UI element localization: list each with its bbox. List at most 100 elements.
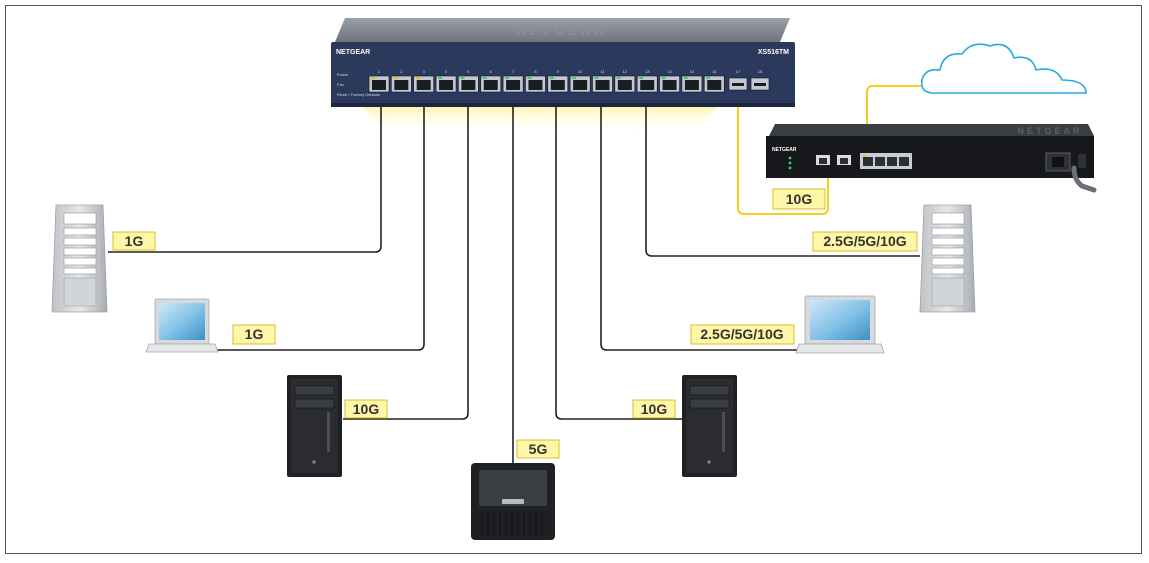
port-number-7: 7 bbox=[512, 69, 515, 74]
switch-port-socket-6 bbox=[483, 80, 498, 90]
speed-text-desktop-right: 10G bbox=[641, 401, 668, 417]
port-number-14: 14 bbox=[667, 69, 672, 74]
cable-port-13 bbox=[645, 92, 920, 257]
switch-port-socket-15 bbox=[684, 80, 699, 90]
tower-server-icon-left bbox=[51, 204, 108, 313]
switch-brand: NETGEAR bbox=[336, 49, 370, 56]
router-icon: NETGEAR NETGEAR bbox=[766, 124, 1097, 193]
switch-port-led-9 bbox=[549, 77, 554, 79]
switch-sfp-slot-18 bbox=[754, 83, 766, 86]
switch-port-socket-2 bbox=[394, 80, 409, 90]
switch-port-led-3 bbox=[415, 77, 420, 79]
switch-sfp-slot-17 bbox=[732, 83, 744, 86]
router-brand: NETGEAR bbox=[772, 147, 797, 153]
cable-router-to-cloud bbox=[866, 85, 934, 170]
port-number-6: 6 bbox=[490, 69, 493, 74]
port-number-18: 18 bbox=[758, 69, 763, 74]
cable-port-5 bbox=[343, 92, 469, 420]
port-number-3: 3 bbox=[423, 69, 426, 74]
switch-port-socket-13 bbox=[640, 80, 655, 90]
port-number-2: 2 bbox=[400, 69, 403, 74]
switch-port-led-13 bbox=[639, 77, 644, 79]
laptop-icon-left bbox=[145, 298, 219, 353]
tower-server-icon-right bbox=[919, 204, 976, 313]
switch-top-logo: NETGEAR bbox=[516, 23, 608, 38]
cables bbox=[108, 92, 920, 468]
diagram-border bbox=[5, 5, 1142, 554]
switch-port-socket-5 bbox=[461, 80, 476, 90]
speed-text-desktop-left: 10G bbox=[353, 401, 380, 417]
switch-port-led-6 bbox=[482, 77, 487, 79]
speed-text-nas: 5G bbox=[529, 441, 548, 457]
desktop-tower-icon-left bbox=[287, 375, 342, 477]
switch-port-led-8 bbox=[527, 77, 532, 79]
switch-port-led-16 bbox=[706, 77, 711, 79]
port-number-1: 1 bbox=[378, 69, 381, 74]
switch-port-led-1 bbox=[371, 77, 375, 79]
status-label-fan: Fan bbox=[337, 82, 344, 87]
switch-port-socket-3 bbox=[416, 80, 431, 90]
switch-port-socket-11 bbox=[595, 80, 610, 90]
cable-sfp-to-router bbox=[737, 92, 829, 215]
switch-model: XS516TM bbox=[758, 49, 789, 56]
speed-label-tower-right: 2.5G/5G/10G bbox=[812, 231, 918, 252]
switch-port-socket-8 bbox=[528, 80, 543, 90]
speed-label-tower-left: 1G bbox=[112, 231, 156, 251]
port-number-9: 9 bbox=[557, 69, 560, 74]
switch-port-led-11 bbox=[594, 77, 599, 79]
speed-label-desktop-right: 10G bbox=[632, 399, 676, 419]
laptop-icon-right bbox=[795, 295, 885, 354]
nas-icon bbox=[471, 463, 555, 540]
speed-text-tower-left: 1G bbox=[125, 233, 144, 249]
switch-base bbox=[331, 103, 795, 107]
switch-port-led-7 bbox=[505, 77, 510, 79]
speed-label-desktop-left: 10G bbox=[344, 399, 388, 419]
port-number-8: 8 bbox=[534, 69, 537, 74]
switch-port-socket-10 bbox=[573, 80, 588, 90]
network-switch: NETGEAR NETGEAR XS516TM Power Fan Reset … bbox=[331, 18, 795, 107]
speed-label-nas: 5G bbox=[516, 439, 560, 459]
switch-port-socket-9 bbox=[550, 80, 565, 90]
port-number-11: 11 bbox=[600, 69, 605, 74]
switch-port-socket-1 bbox=[372, 80, 386, 90]
switch-port-led-10 bbox=[572, 77, 577, 79]
switch-port-socket-4 bbox=[439, 80, 454, 90]
desktop-tower-icon-right bbox=[682, 375, 737, 477]
uplink-cables bbox=[737, 85, 934, 215]
cable-port-11 bbox=[600, 92, 805, 351]
port-number-10: 10 bbox=[578, 69, 583, 74]
port-number-5: 5 bbox=[467, 69, 470, 74]
port-number-4: 4 bbox=[445, 69, 448, 74]
switch-port-socket-12 bbox=[617, 80, 632, 90]
switch-port-led-14 bbox=[661, 77, 666, 79]
switch-port-socket-14 bbox=[662, 80, 677, 90]
cable-port-9 bbox=[555, 92, 682, 420]
switch-port-led-5 bbox=[460, 77, 465, 79]
switch-port-led-12 bbox=[616, 77, 621, 79]
switch-port-socket-16 bbox=[707, 80, 722, 90]
port-number-17: 17 bbox=[736, 69, 741, 74]
switch-port-led-2 bbox=[393, 77, 398, 79]
speed-text-laptop-left: 1G bbox=[245, 326, 264, 342]
cloud-icon bbox=[920, 43, 1087, 94]
speed-text-laptop-right: 2.5G/5G/10G bbox=[700, 326, 783, 342]
cable-port-3 bbox=[212, 92, 425, 351]
status-label-reset: Reset / Factory Defaults bbox=[337, 92, 380, 97]
speed-text-tower-right: 2.5G/5G/10G bbox=[823, 233, 906, 249]
cable-port-1 bbox=[108, 92, 382, 253]
port-number-12: 12 bbox=[623, 69, 628, 74]
speed-text-router: 10G bbox=[786, 191, 813, 207]
port-number-16: 16 bbox=[712, 69, 717, 74]
speed-label-laptop-left: 1G bbox=[232, 324, 276, 345]
port-number-13: 13 bbox=[645, 69, 650, 74]
router-top-logo: NETGEAR bbox=[1017, 126, 1082, 136]
switch-port-led-4 bbox=[438, 77, 443, 79]
switch-top-panel bbox=[335, 18, 790, 42]
switch-port-led-15 bbox=[683, 77, 688, 79]
port-number-15: 15 bbox=[690, 69, 695, 74]
switch-glow bbox=[360, 105, 720, 135]
speed-labels: 1G 1G 10G 5G 10G 2.5G/5G/10G 2.5G/5G/10G bbox=[112, 188, 918, 459]
speed-label-router: 10G bbox=[772, 188, 826, 210]
